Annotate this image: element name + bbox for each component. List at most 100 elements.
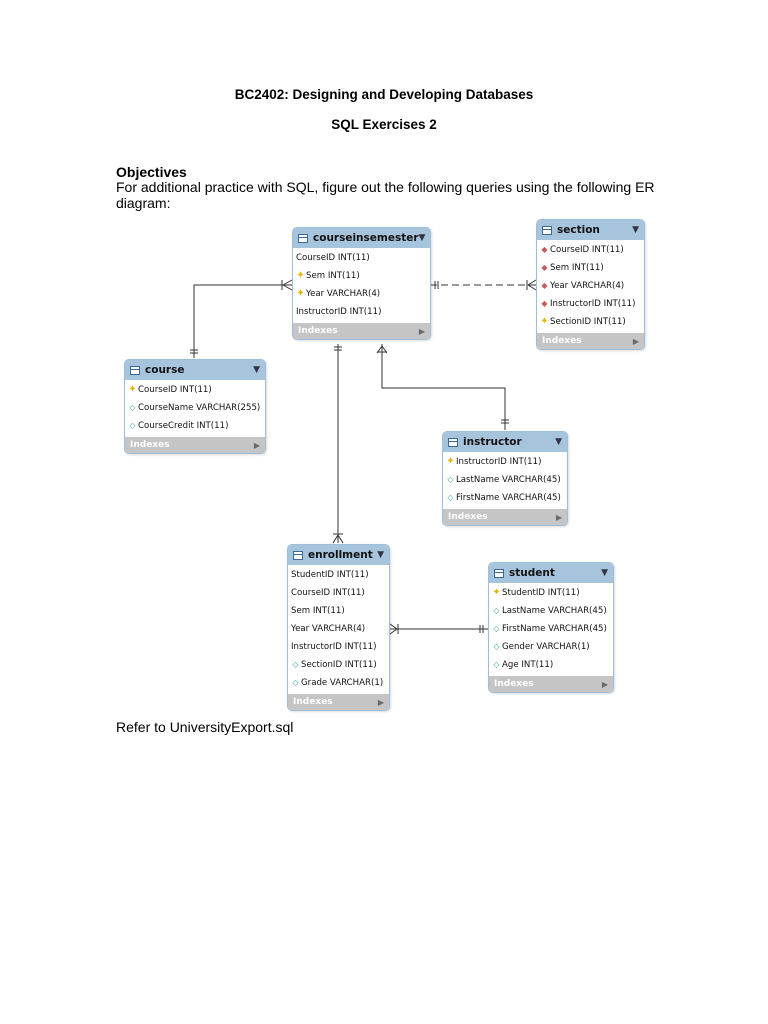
- expand-arrow-icon[interactable]: ▶: [418, 326, 425, 336]
- column-row[interactable]: ◇CourseCredit INT(11): [125, 417, 265, 435]
- table-instructor[interactable]: instructor ▼ ✦InstructorID INT(11)◇LastN…: [442, 431, 568, 526]
- primary-key-icon: ✦: [296, 270, 305, 281]
- foreign-key-icon: ◆: [541, 299, 548, 308]
- expand-arrow-icon[interactable]: ▶: [601, 679, 608, 689]
- indexes-section[interactable]: Indexes ▶: [489, 676, 613, 692]
- attribute-icon: ◇: [493, 624, 500, 633]
- indexes-section[interactable]: Indexes ▶: [293, 323, 430, 339]
- collapse-arrow-icon[interactable]: ▼: [418, 233, 426, 243]
- column-row[interactable]: CourseID INT(11): [293, 249, 430, 267]
- table-header[interactable]: course ▼: [125, 360, 265, 380]
- column-row[interactable]: ✦StudentID INT(11): [489, 584, 613, 602]
- table-icon: [542, 225, 552, 235]
- column-text: FirstName VARCHAR(45): [502, 624, 607, 634]
- column-row[interactable]: ◆InstructorID INT(11): [537, 295, 644, 313]
- expand-arrow-icon[interactable]: ▶: [555, 512, 562, 522]
- attribute-icon: ◇: [292, 678, 299, 687]
- column-text: StudentID INT(11): [291, 570, 369, 580]
- column-row[interactable]: ◇Age INT(11): [489, 656, 613, 674]
- foreign-key-icon: ◆: [541, 281, 548, 290]
- column-row[interactable]: ◇FirstName VARCHAR(45): [489, 620, 613, 638]
- column-text: Year VARCHAR(4): [306, 289, 381, 299]
- table-student[interactable]: student ▼ ✦StudentID INT(11)◇LastName VA…: [488, 562, 614, 693]
- attribute-icon: ◇: [447, 475, 454, 484]
- table-header[interactable]: enrollment ▼: [288, 545, 389, 565]
- column-row[interactable]: ◆Sem INT(11): [537, 259, 644, 277]
- expand-arrow-icon[interactable]: ▶: [253, 440, 260, 450]
- collapse-arrow-icon[interactable]: ▼: [253, 365, 260, 375]
- column-text: Sem INT(11): [550, 263, 604, 273]
- column-text: Sem INT(11): [291, 606, 345, 616]
- column-row[interactable]: ◇LastName VARCHAR(45): [489, 602, 613, 620]
- column-row[interactable]: Year VARCHAR(4): [288, 620, 389, 638]
- column-row[interactable]: Sem INT(11): [288, 602, 389, 620]
- column-row[interactable]: ✦SectionID INT(11): [537, 313, 644, 331]
- column-row[interactable]: ◆Year VARCHAR(4): [537, 277, 644, 295]
- collapse-arrow-icon[interactable]: ▼: [555, 437, 562, 447]
- footer-note: Refer to UniversityExport.sql: [116, 719, 294, 735]
- table-name: course: [145, 364, 185, 376]
- table-header[interactable]: instructor ▼: [443, 432, 567, 452]
- expand-arrow-icon[interactable]: ▶: [377, 697, 384, 707]
- foreign-key-icon: ◆: [541, 263, 548, 272]
- column-text: InstructorID INT(11): [296, 307, 382, 317]
- table-icon: [130, 365, 140, 375]
- column-text: Gender VARCHAR(1): [502, 642, 590, 652]
- column-row[interactable]: ✦CourseID INT(11): [125, 381, 265, 399]
- table-header[interactable]: section ▼: [537, 220, 644, 240]
- table-icon: [298, 233, 308, 243]
- indexes-section[interactable]: Indexes ▶: [125, 437, 265, 453]
- expand-arrow-icon[interactable]: ▶: [632, 336, 639, 346]
- indexes-label: Indexes: [293, 697, 333, 707]
- column-text: CourseCredit INT(11): [138, 421, 229, 431]
- column-row[interactable]: ✦Year VARCHAR(4): [293, 285, 430, 303]
- collapse-arrow-icon[interactable]: ▼: [377, 550, 384, 560]
- column-row[interactable]: ✦InstructorID INT(11): [443, 453, 567, 471]
- document-subtitle: SQL Exercises 2: [331, 117, 437, 132]
- column-text: SectionID INT(11): [301, 660, 377, 670]
- column-row[interactable]: ◇SectionID INT(11): [288, 656, 389, 674]
- indexes-section[interactable]: Indexes ▶: [443, 509, 567, 525]
- column-text: Year VARCHAR(4): [291, 624, 366, 634]
- table-icon: [494, 568, 504, 578]
- column-row[interactable]: CourseID INT(11): [288, 584, 389, 602]
- column-row[interactable]: ✦Sem INT(11): [293, 267, 430, 285]
- collapse-arrow-icon[interactable]: ▼: [632, 225, 639, 235]
- table-header[interactable]: courseinsemester ▼: [293, 228, 430, 248]
- primary-key-icon: ✦: [492, 587, 501, 598]
- column-row[interactable]: ◇Gender VARCHAR(1): [489, 638, 613, 656]
- column-row[interactable]: StudentID INT(11): [288, 566, 389, 584]
- table-course[interactable]: course ▼ ✦CourseID INT(11)◇CourseName VA…: [124, 359, 266, 454]
- indexes-section[interactable]: Indexes ▶: [537, 333, 644, 349]
- column-row[interactable]: ◇LastName VARCHAR(45): [443, 471, 567, 489]
- table-courseinsemester[interactable]: courseinsemester ▼ CourseID INT(11)✦Sem …: [292, 227, 431, 340]
- table-header[interactable]: student ▼: [489, 563, 613, 583]
- primary-key-icon: ✦: [296, 288, 305, 299]
- column-row[interactable]: InstructorID INT(11): [293, 303, 430, 321]
- column-row[interactable]: ◆CourseID INT(11): [537, 241, 644, 259]
- attribute-icon: ◇: [447, 493, 454, 502]
- column-text: Grade VARCHAR(1): [301, 678, 384, 688]
- table-section[interactable]: section ▼ ◆CourseID INT(11)◆Sem INT(11)◆…: [536, 219, 645, 350]
- column-text: StudentID INT(11): [502, 588, 580, 598]
- column-row[interactable]: ◇CourseName VARCHAR(255): [125, 399, 265, 417]
- attribute-icon: ◇: [493, 642, 500, 651]
- objectives-heading: Objectives: [116, 164, 187, 180]
- foreign-key-icon: ◆: [541, 245, 548, 254]
- column-text: LastName VARCHAR(45): [502, 606, 607, 616]
- column-row[interactable]: InstructorID INT(11): [288, 638, 389, 656]
- indexes-label: Indexes: [542, 336, 582, 346]
- column-text: CourseID INT(11): [550, 245, 624, 255]
- indexes-label: Indexes: [494, 679, 534, 689]
- indexes-section[interactable]: Indexes ▶: [288, 694, 389, 710]
- column-row[interactable]: ◇Grade VARCHAR(1): [288, 674, 389, 692]
- indexes-label: Indexes: [130, 440, 170, 450]
- table-icon: [293, 550, 303, 560]
- column-row[interactable]: ◇FirstName VARCHAR(45): [443, 489, 567, 507]
- table-name: courseinsemester: [313, 232, 419, 244]
- collapse-arrow-icon[interactable]: ▼: [601, 568, 608, 578]
- table-enrollment[interactable]: enrollment ▼ StudentID INT(11) CourseID I…: [287, 544, 390, 711]
- column-text: CourseID INT(11): [291, 588, 365, 598]
- table-name: enrollment: [308, 549, 373, 561]
